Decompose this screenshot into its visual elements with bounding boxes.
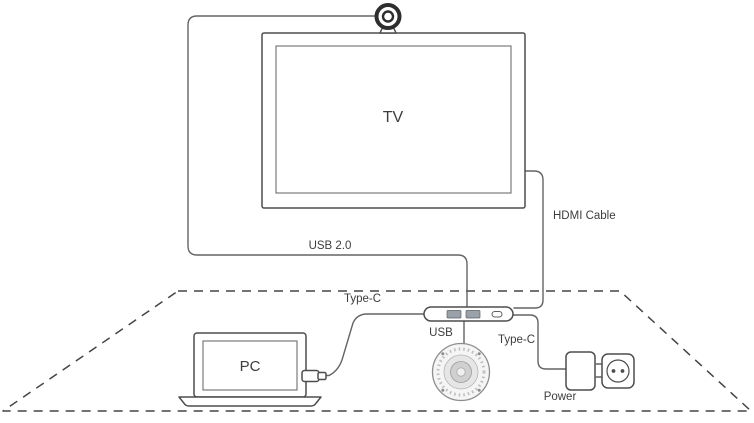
camera-lens: [381, 10, 395, 23]
usb-plug-tip: [317, 371, 327, 381]
speakerphone-button-2: [477, 352, 481, 356]
speakerphone-button-3: [441, 388, 445, 392]
hdmi-label: HDMI Cable: [553, 210, 616, 222]
pc-type-c-cable: [325, 313, 425, 377]
power-label: Power: [544, 391, 577, 403]
power-adapter-body: [565, 351, 596, 391]
speakerphone-button-1: [441, 352, 445, 356]
pc-label: PC: [240, 358, 261, 375]
power-adapter: [565, 351, 604, 391]
laptop-base: [178, 396, 322, 407]
tv-label: TV: [383, 109, 404, 126]
outlet-socket: [606, 359, 630, 383]
speakerphone: [431, 342, 491, 402]
speakerphone-button-4: [477, 388, 481, 392]
usb2-label: USB 2.0: [309, 240, 352, 252]
power-type-c-cable: [512, 314, 567, 370]
speakerphone-grille: [436, 347, 486, 397]
outlet-plate: [601, 353, 635, 389]
tv-screen: [275, 45, 512, 194]
tv: TV: [261, 32, 526, 209]
laptop-screen: [202, 340, 298, 391]
usb-plug: [301, 369, 320, 383]
laptop: PC: [178, 332, 327, 407]
type-c-port: [491, 311, 503, 318]
type-c-power-label: Type-C: [498, 334, 535, 346]
outlet-hole-right: [620, 369, 625, 373]
power-outlet-icon: [601, 353, 635, 389]
speakerphone-center: [456, 367, 466, 377]
usb-speaker-label: USB: [429, 327, 453, 339]
usb-hub: [423, 306, 514, 322]
usb-port-2: [465, 310, 481, 319]
usb2-cable: [187, 15, 468, 308]
usb-port-1: [446, 310, 462, 319]
camera-icon: [374, 3, 402, 34]
outlet-hole-left: [611, 369, 616, 373]
hdmi-cable-line: [513, 170, 544, 309]
type-c-pc-label: Type-C: [344, 293, 381, 305]
table-outline: [2, 290, 752, 412]
